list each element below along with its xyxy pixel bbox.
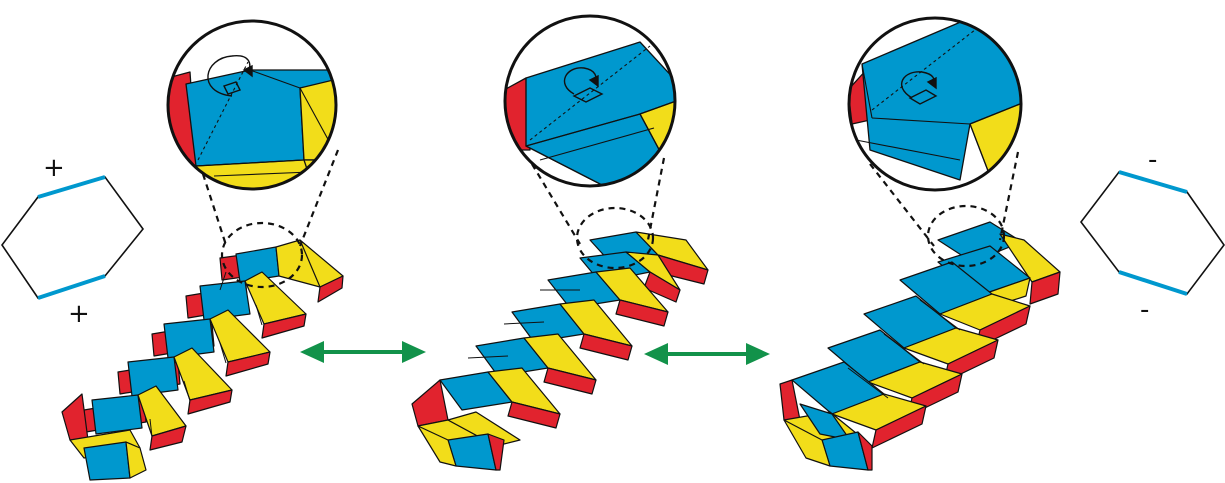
left-hexagon-icon: + + [1, 153, 145, 329]
double-arrow-icon [300, 341, 426, 363]
hexagon-bottom-edge-blue [37, 274, 106, 300]
left-top-sign: + [43, 153, 65, 183]
twist-structure-3 [779, 221, 1061, 471]
magnifier-connectors [201, 149, 1020, 289]
zoom-region-1 [220, 221, 304, 289]
left-bottom-sign: + [68, 299, 90, 329]
magnifier-circle [503, 14, 677, 188]
right-bottom-sign: - [1140, 295, 1149, 325]
zoom-region-3 [926, 204, 1006, 268]
hexagon-top-edge-blue [1118, 170, 1188, 194]
right-hexagon-icon: - - [1079, 145, 1225, 325]
hexagon-bottom-edge-blue [1118, 270, 1188, 296]
magnifier-circle [847, 16, 1023, 192]
twist-structure-2 [411, 231, 709, 471]
rotation-arrow-icon [900, 71, 938, 105]
double-arrow-icon [644, 343, 770, 365]
rotation-arrow-icon [207, 55, 253, 97]
magnifier-circle [166, 19, 338, 191]
hexagon-top-edge-blue [37, 175, 106, 199]
zoom-region-2 [575, 206, 655, 270]
right-top-sign: - [1148, 145, 1157, 175]
rotation-arrow-icon [563, 67, 604, 103]
twist-structure-1 [61, 239, 344, 481]
